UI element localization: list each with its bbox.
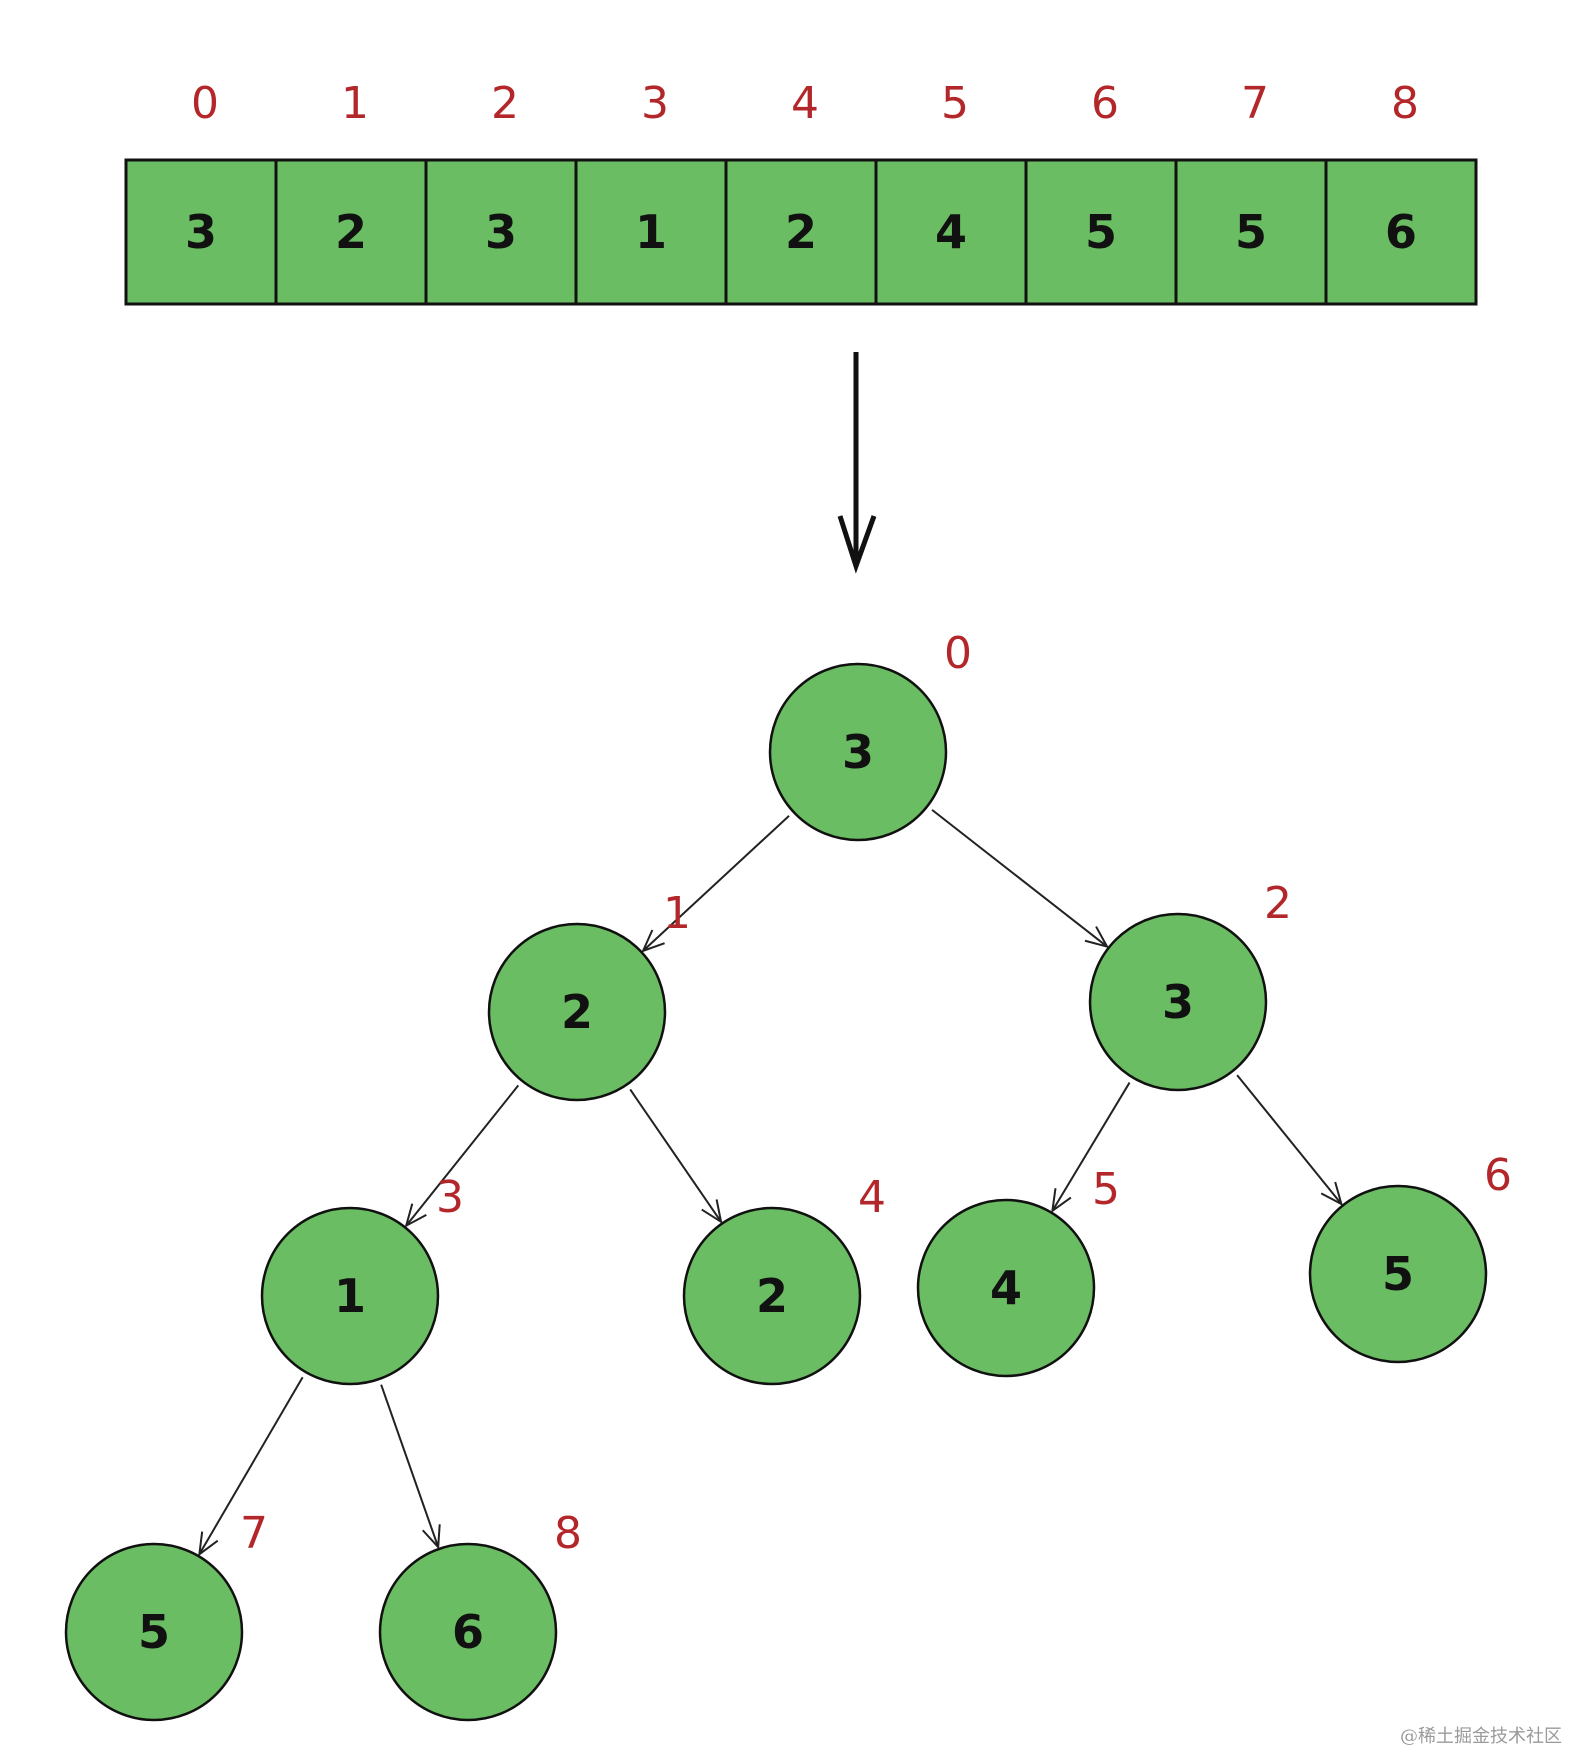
tree-node-index: 0	[944, 628, 972, 679]
array-cell	[424, 158, 578, 306]
tree-node-value: 3	[1162, 975, 1194, 1029]
tree-node-value: 3	[842, 725, 874, 779]
array-cell	[1324, 158, 1478, 306]
tree-node-value: 6	[452, 1605, 484, 1659]
tree-edge	[1236, 1074, 1343, 1206]
tree-node-value: 2	[561, 985, 593, 1039]
tree-node-index: 2	[1264, 878, 1292, 929]
tree-node	[1088, 912, 1268, 1092]
array-cell	[1174, 158, 1328, 306]
watermark-text: @稀土掘金技术社区	[1400, 1726, 1562, 1747]
conversion-arrow	[837, 352, 877, 574]
tree-node	[682, 1206, 862, 1386]
tree-node-index: 6	[1484, 1150, 1512, 1201]
array-index-label: 7	[1241, 78, 1269, 129]
tree-node	[1308, 1184, 1488, 1364]
array-index-label: 6	[1091, 78, 1119, 129]
array-cell-value: 6	[1385, 205, 1417, 259]
tree-edge	[198, 1376, 304, 1557]
array-cell	[274, 158, 428, 306]
tree-edge	[1051, 1082, 1131, 1214]
tree-node-value: 5	[1382, 1247, 1414, 1301]
tree-node	[64, 1542, 244, 1722]
tree-nodes: 3 0 2 1 3 2 1 3 2 4 4 5 5 6 5 7 6 8	[64, 628, 1512, 1722]
array-cell-value: 2	[785, 205, 817, 259]
array-index-label: 8	[1391, 78, 1419, 129]
array-cell	[874, 158, 1028, 306]
tree-node	[487, 922, 667, 1102]
array-index-label: 2	[491, 78, 519, 129]
tree-node-index: 7	[240, 1508, 268, 1559]
array-cell	[724, 158, 878, 306]
array-cell-value: 5	[1235, 205, 1267, 259]
tree-node-value: 4	[990, 1261, 1022, 1315]
tree-node-value: 2	[756, 1269, 788, 1323]
array-cell-value: 3	[485, 205, 517, 259]
array-cell	[1024, 158, 1178, 306]
array-strip: 3 0 2 1 3 2 1 3 2 4 4 5 5 6 5 7 6 8	[124, 78, 1478, 306]
tree-node-index: 5	[1092, 1164, 1120, 1215]
array-cell-value: 5	[1085, 205, 1117, 259]
tree-edges	[198, 809, 1343, 1557]
array-index-label: 1	[341, 78, 369, 129]
array-cell	[124, 158, 278, 306]
array-cell-value: 1	[635, 205, 667, 259]
tree-node-index: 4	[858, 1172, 886, 1223]
tree-edge	[931, 809, 1110, 949]
tree-node-index: 3	[436, 1172, 464, 1223]
array-index-label: 0	[191, 78, 219, 129]
array-index-label: 3	[641, 78, 669, 129]
tree-edge	[380, 1384, 441, 1550]
tree-node	[378, 1542, 558, 1722]
tree-edge	[641, 815, 790, 953]
tree-node	[916, 1198, 1096, 1378]
array-index-label: 4	[791, 78, 819, 129]
tree-node	[260, 1206, 440, 1386]
array-index-label: 5	[941, 78, 969, 129]
tree-node-index: 1	[663, 888, 691, 939]
tree-node	[768, 662, 948, 842]
tree-node-value: 5	[138, 1605, 170, 1659]
array-cell-value: 2	[335, 205, 367, 259]
array-cell-value: 4	[935, 205, 967, 259]
tree-node-index: 8	[554, 1508, 582, 1559]
tree-edge	[404, 1084, 520, 1228]
tree-node-value: 1	[334, 1269, 366, 1323]
array-cell-value: 3	[185, 205, 217, 259]
tree-edge	[629, 1088, 723, 1224]
